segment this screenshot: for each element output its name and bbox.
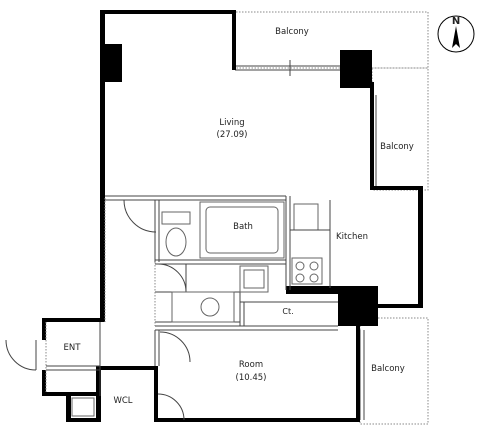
compass-letter: N [452,16,460,27]
structural-columns [105,44,378,326]
outer-walls [42,10,423,422]
entrance-label: ENT [64,343,82,353]
balcony-bottom-label: Balcony [371,364,405,374]
washing-machine [239,265,269,293]
door-swings [5,199,191,421]
wcl-label: WCL [113,396,132,406]
bathtub [199,201,285,259]
north-compass: N [437,15,475,53]
room-area-label: (10.45) [236,373,267,383]
kitchen-counter [290,200,331,288]
washbasin [171,291,235,323]
living-name-label: Living [219,118,244,128]
balcony-top-label: Balcony [275,27,309,37]
room-name-label: Room [239,360,263,370]
balcony-right-area [371,67,429,191]
wcl-toilet [71,397,95,417]
balcony-right-label: Balcony [380,142,414,152]
toilet-fixture [161,211,191,257]
stove [291,257,323,285]
closet-label: Ct. [282,307,293,316]
dotted-partitions [45,198,156,392]
balcony-top-area [232,11,429,76]
bath-label: Bath [233,222,253,232]
kitchen-label: Kitchen [336,232,368,242]
fridge [293,203,319,231]
living-area-label: (27.09) [217,130,248,140]
